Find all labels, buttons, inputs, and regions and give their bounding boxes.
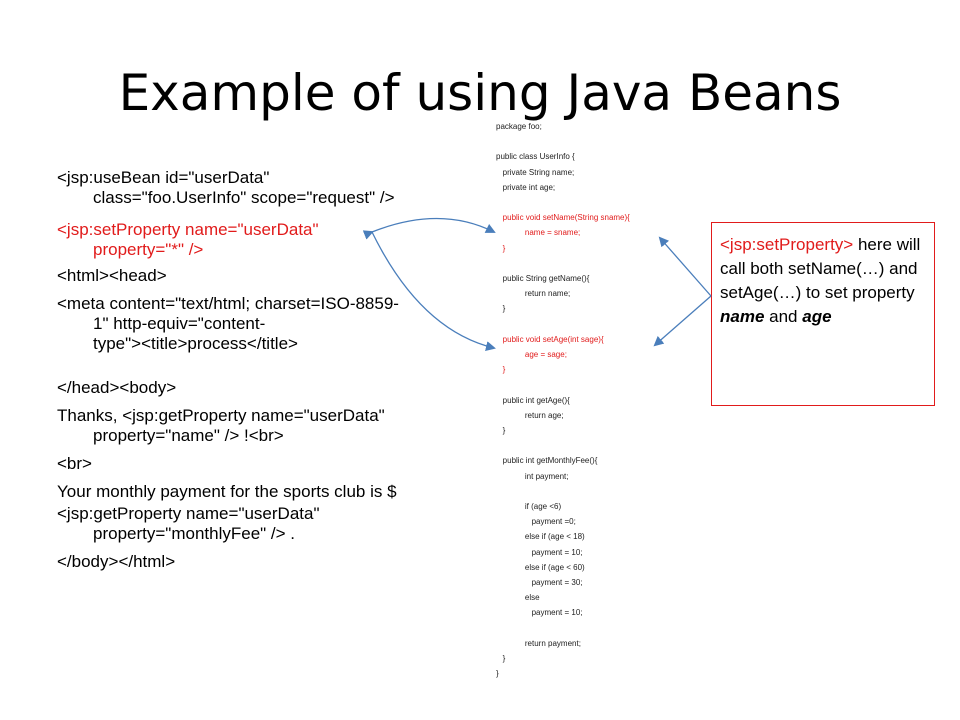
java-code-line: return payment; (496, 639, 581, 648)
callout-tag: <jsp:setProperty> (720, 235, 854, 254)
java-code-line: } (496, 654, 506, 663)
callout-bold-name: name (720, 307, 765, 326)
java-code-line: } (496, 365, 506, 374)
java-code-line: payment = 10; (496, 548, 583, 557)
jsp-code-line: property="monthlyFee" /> . (93, 524, 295, 543)
jsp-code-line: <html><head> (57, 266, 167, 285)
java-code-line: } (496, 244, 506, 253)
java-code-line: else (496, 593, 540, 602)
java-code-line: private int age; (496, 183, 556, 192)
jsp-code-line: </body></html> (57, 552, 176, 571)
jsp-code-line: property="*" /> (93, 240, 204, 259)
java-code-line: name = sname; (496, 228, 581, 237)
java-code-line: return name; (496, 289, 571, 298)
java-code-line: int payment; (496, 472, 569, 481)
java-code-line: else if (age < 18) (496, 532, 585, 541)
jsp-code-line: <jsp:getProperty name="userData" (57, 504, 320, 523)
jsp-code-line: type"><title>process</title> (93, 334, 298, 353)
java-code-line: } (496, 426, 506, 435)
jsp-code-line: <br> (57, 454, 92, 473)
java-code-line: return age; (496, 411, 564, 420)
arrow-setproperty-to-setage (371, 231, 496, 351)
jsp-code-line: class="foo.UserInfo" scope="request" /> (93, 188, 395, 207)
callout-bold-age: age (802, 307, 832, 326)
java-code-line: payment =0; (496, 517, 576, 526)
java-code-line: public int getMonthlyFee(){ (496, 456, 598, 465)
java-code-line: public int getAge(){ (496, 396, 570, 405)
java-code-line: age = sage; (496, 350, 567, 359)
java-code-line: private String name; (496, 168, 575, 177)
jsp-code-line: <meta content="text/html; charset=ISO-88… (57, 294, 399, 313)
java-code-line: package foo; (496, 122, 542, 131)
jsp-code-line: Your monthly payment for the sports club… (57, 482, 397, 501)
callout-box: <jsp:setProperty> here will call both se… (711, 222, 935, 406)
arrow-callout-to-setage (653, 295, 712, 347)
java-code-line: public void setName(String sname){ (496, 213, 630, 222)
arrow-callout-to-setname (658, 236, 712, 297)
callout-text-2: and (764, 307, 803, 326)
jsp-code-line: Thanks, <jsp:getProperty name="userData" (57, 406, 385, 425)
callout-text-1: here will call both setName(…) and setAg… (720, 235, 921, 302)
java-code-line: } (496, 669, 499, 678)
arrow-setproperty-to-setname (362, 217, 496, 240)
java-code-line: public class UserInfo { (496, 152, 575, 161)
jsp-code-line: property="name" /> !<br> (93, 426, 284, 445)
java-code-line: public void setAge(int sage){ (496, 335, 604, 344)
java-code-line: payment = 30; (496, 578, 583, 587)
jsp-code-line: <jsp:useBean id="userData" (57, 168, 270, 187)
java-code-line: public String getName(){ (496, 274, 590, 283)
jsp-code-line: </head><body> (57, 378, 177, 397)
java-code-line: } (496, 304, 506, 313)
jsp-code-line: 1" http-equiv="content- (93, 314, 266, 333)
java-code-line: else if (age < 60) (496, 563, 585, 572)
java-code-line: payment = 10; (496, 608, 583, 617)
slide-title: Example of using Java Beans (118, 64, 842, 122)
java-code-line: if (age <6) (496, 502, 562, 511)
jsp-code-line: <jsp:setProperty name="userData" (57, 220, 319, 239)
